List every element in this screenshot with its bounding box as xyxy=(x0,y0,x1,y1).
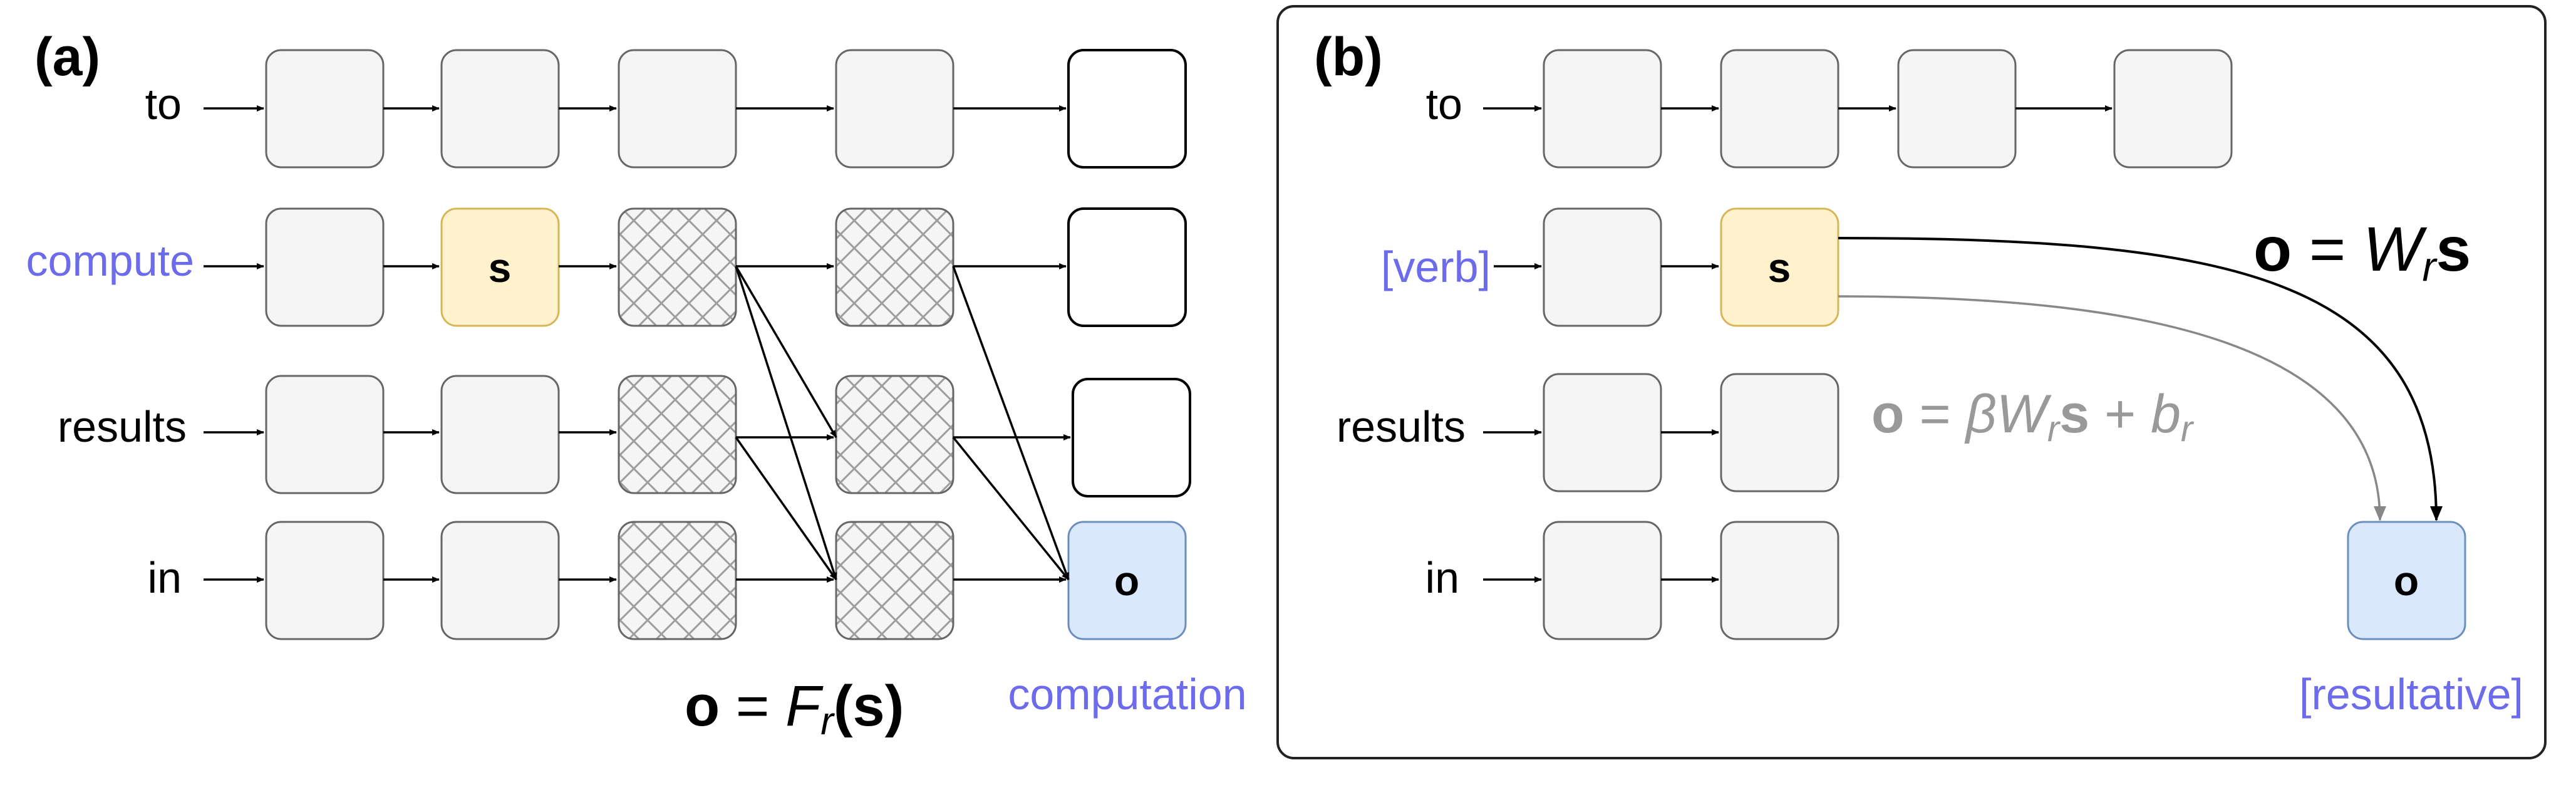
formula-a: o = Fr(s) xyxy=(685,674,904,743)
hidden-state-box xyxy=(440,521,560,640)
subject-symbol: s xyxy=(1768,244,1791,291)
object-state-box xyxy=(1067,521,1187,640)
row-label-in: in xyxy=(1425,553,1459,602)
hidden-state-box xyxy=(1897,49,2017,169)
hidden-state-box xyxy=(1543,207,1662,327)
cross-layer-arrows xyxy=(735,266,1070,581)
hatched-state-box xyxy=(835,375,954,494)
formula-b-main: o = Wrs xyxy=(2253,214,2471,289)
row-label-to: to xyxy=(1426,80,1462,128)
hidden-state-box xyxy=(1720,521,1839,640)
output-state-box xyxy=(1067,49,1187,169)
hatched-state-box xyxy=(618,207,737,327)
hatched-state-box xyxy=(618,375,737,494)
panel-a-tag: (a) xyxy=(34,27,100,87)
object-label: [resultative] xyxy=(2299,670,2523,719)
object-state-box xyxy=(2347,521,2466,640)
row-label-to: to xyxy=(145,80,182,128)
input-arrows xyxy=(204,105,264,583)
object-symbol: o xyxy=(2394,558,2419,604)
hatched-state-box xyxy=(835,521,954,640)
hidden-state-box xyxy=(1543,373,1662,492)
subject-symbol: s xyxy=(489,244,512,291)
formula-b-alt: o = βWrs + br xyxy=(1871,384,2195,449)
hatched-state-box xyxy=(835,207,954,327)
input-arrows xyxy=(1483,105,1542,583)
sequence-arrows xyxy=(383,105,1071,583)
row-label-results: results xyxy=(1337,402,1466,451)
hatched-state-box xyxy=(618,521,737,640)
hidden-state-box xyxy=(440,49,560,169)
row-label-results: results xyxy=(58,402,187,451)
object-symbol: o xyxy=(1114,558,1139,604)
panel-b-tag: (b) xyxy=(1314,27,1383,87)
hidden-state-box xyxy=(2113,49,2233,169)
object-label: computation xyxy=(1008,670,1246,719)
hidden-state-box xyxy=(1720,373,1839,492)
output-state-box xyxy=(1072,378,1191,497)
hidden-state-box xyxy=(265,521,385,640)
hidden-state-box xyxy=(1543,49,1662,169)
hidden-state-box xyxy=(265,375,385,494)
hidden-state-box xyxy=(1720,49,1839,169)
hidden-state-box xyxy=(265,49,385,169)
output-state-box xyxy=(1067,207,1187,327)
hidden-state-box xyxy=(440,375,560,494)
hidden-state-box xyxy=(835,49,954,169)
row-label-verb: [verb] xyxy=(1381,242,1491,291)
linear-map-arrow xyxy=(1838,237,2443,521)
row-label-compute: compute xyxy=(26,236,194,285)
subject-state-box xyxy=(1720,207,1839,327)
row-label-in: in xyxy=(148,553,182,602)
hidden-state-box xyxy=(618,49,737,169)
panel-a: (a) to compute results in s o xyxy=(26,27,1247,743)
hidden-state-box xyxy=(1543,521,1662,640)
affine-map-arrow xyxy=(1838,295,2386,521)
hidden-state-box xyxy=(265,207,385,327)
panel-b: (b) to [verb] results in s o xyxy=(1276,5,2547,759)
sequence-arrows xyxy=(1661,105,2113,583)
panel-b-frame xyxy=(1276,5,2547,759)
